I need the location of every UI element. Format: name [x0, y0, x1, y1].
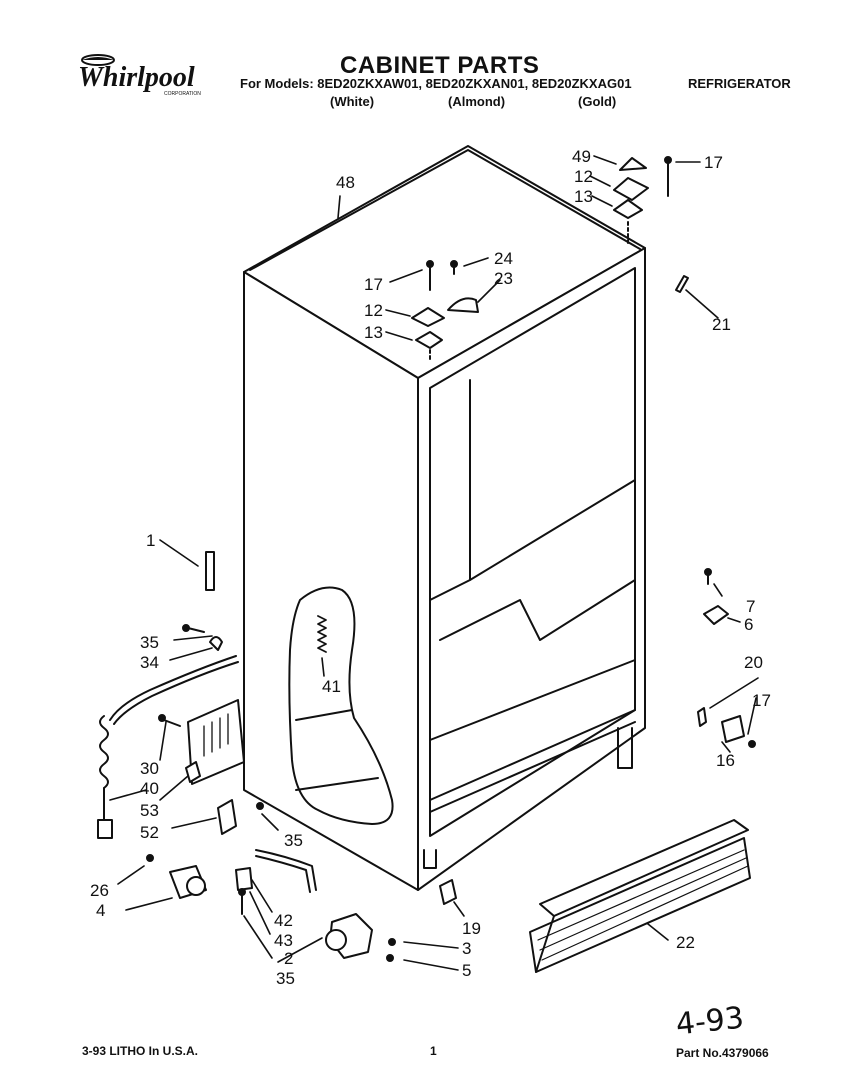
callout-17-center: 17: [364, 275, 383, 294]
footer-part-number: Part No.4379066: [676, 1046, 769, 1060]
whirlpool-logo: Whirlpool CORPORATION: [72, 52, 222, 98]
cabinet-body: [243, 145, 646, 891]
part-19: [439, 879, 457, 905]
callout-19: 19: [462, 919, 481, 938]
callout-34: 34: [140, 653, 159, 672]
power-cord: [97, 655, 239, 839]
callout-35-cord: 35: [140, 633, 159, 652]
callout-43: 43: [274, 931, 293, 950]
callout-13-right: 13: [574, 187, 593, 206]
callout-17-top: 17: [704, 153, 723, 172]
callout-4: 4: [96, 901, 105, 920]
callout-49: 49: [572, 147, 591, 166]
upper-hinge-right: [613, 156, 672, 247]
handwritten-date: 4-93: [674, 1000, 745, 1042]
callout-7: 7: [746, 597, 755, 616]
category-label: REFRIGERATOR: [688, 76, 791, 91]
callout-53: 53: [140, 801, 159, 820]
callout-17-lower: 17: [752, 691, 771, 710]
cord-clamp: [182, 624, 223, 651]
callout-12-center: 12: [364, 301, 383, 320]
callout-13-center: 13: [364, 323, 383, 342]
callout-5: 5: [462, 961, 471, 980]
callout-26: 26: [90, 881, 109, 900]
footer-page-number: 1: [430, 1044, 437, 1058]
callout-3: 3: [462, 939, 471, 958]
cutaway-opening: [288, 586, 394, 825]
callout-24: 24: [494, 249, 513, 268]
callout-41: 41: [322, 677, 341, 696]
callout-20: 20: [744, 653, 763, 672]
part-52: [217, 799, 264, 835]
brand-text: Whirlpool: [78, 62, 195, 93]
page-title: CABINET PARTS: [340, 52, 540, 79]
callout-2: 2: [284, 949, 293, 968]
callout-35-52: 35: [284, 831, 303, 850]
lower-right-hinge: [697, 568, 756, 748]
toe-grille: [529, 819, 751, 973]
spring-part-41: [317, 615, 327, 653]
variant-gold: (Gold): [578, 94, 617, 109]
caster-2: [325, 913, 396, 962]
callout-12-right: 12: [574, 167, 593, 186]
callout-48: 48: [336, 173, 355, 192]
callout-23: 23: [494, 269, 513, 288]
variant-white: (White): [330, 94, 375, 109]
callout-numbers: 48 49 12 13 17 17 24 23 12 13 21 1 7 6 3…: [90, 147, 771, 988]
callout-40: 40: [140, 779, 159, 798]
callout-22: 22: [676, 933, 695, 952]
callout-35-bottom: 35: [276, 969, 295, 988]
callout-42: 42: [274, 911, 293, 930]
part-1: [205, 551, 215, 591]
footer-litho: 3-93 LITHO In U.S.A.: [82, 1044, 199, 1058]
variant-almond: (Almond): [448, 94, 506, 109]
upper-hinge-center: [411, 260, 479, 363]
control-box: [158, 699, 245, 785]
models-line: For Models: 8ED20ZKXAW01, 8ED20ZKXAN01, …: [240, 76, 632, 91]
callout-16: 16: [716, 751, 735, 770]
callout-21: 21: [712, 315, 731, 334]
callout-52: 52: [140, 823, 159, 842]
part-21: [675, 275, 689, 293]
leader-lines: [109, 155, 759, 971]
caster-4: [146, 854, 207, 899]
callout-6: 6: [744, 615, 753, 634]
brand-sub-text: CORPORATION: [164, 91, 201, 97]
callout-1: 1: [146, 531, 155, 550]
callout-30: 30: [140, 759, 159, 778]
leveling-parts: [235, 849, 317, 915]
